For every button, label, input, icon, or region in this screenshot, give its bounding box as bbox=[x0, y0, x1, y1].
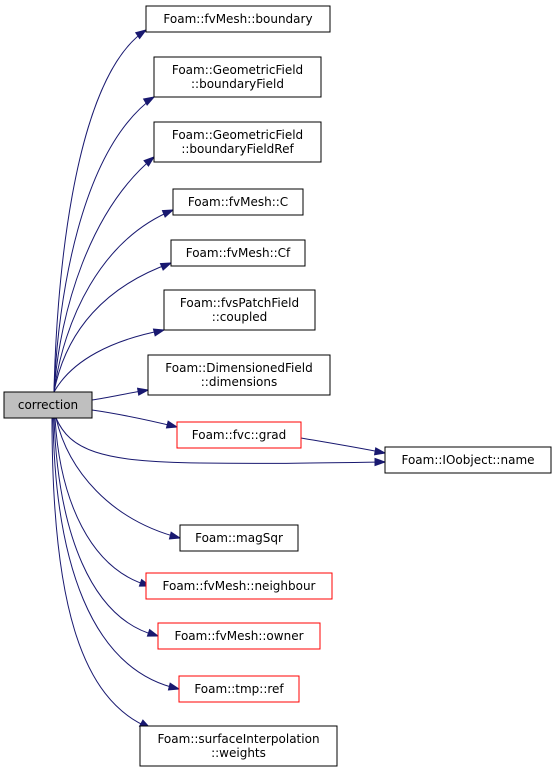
arrowhead bbox=[136, 387, 150, 396]
node-label: correction bbox=[18, 398, 78, 412]
edge-correction-to-Cf bbox=[53, 262, 173, 393]
edge-correction-to-boundaryField bbox=[53, 96, 156, 393]
arrowhead bbox=[161, 209, 175, 218]
node-box[interactable] bbox=[179, 524, 299, 552]
node-grad[interactable]: Foam::fvc::grad bbox=[176, 421, 302, 449]
node-Cf[interactable]: Foam::fvMesh::Cf bbox=[170, 239, 306, 267]
node-box[interactable] bbox=[384, 446, 552, 474]
node-label: ::weights bbox=[211, 746, 266, 760]
arrowhead bbox=[134, 29, 148, 40]
arrowhead bbox=[165, 420, 179, 429]
edge-line bbox=[53, 329, 165, 393]
arrowhead bbox=[143, 156, 156, 167]
node-box[interactable] bbox=[145, 572, 333, 600]
edge-correction-to-neighbour bbox=[54, 417, 152, 587]
arrowhead bbox=[146, 628, 160, 637]
node-box[interactable] bbox=[157, 622, 321, 650]
node-label: Foam::fvMesh::boundary bbox=[163, 12, 312, 26]
edge-line bbox=[53, 156, 155, 393]
node-box[interactable] bbox=[153, 56, 322, 98]
node-label: Foam::tmp::ref bbox=[194, 682, 284, 696]
arrowhead bbox=[168, 531, 182, 540]
edge-grad-to-name bbox=[300, 437, 387, 456]
edge-line bbox=[300, 437, 386, 454]
node-boundary[interactable]: Foam::fvMesh::boundary bbox=[145, 5, 331, 33]
node-label: Foam::magSqr bbox=[195, 531, 283, 545]
edge-line bbox=[53, 417, 159, 637]
edge-line bbox=[91, 409, 178, 428]
edge-line bbox=[53, 29, 147, 393]
edge-correction-to-ref bbox=[52, 417, 181, 691]
edge-line bbox=[51, 417, 151, 729]
edge-line bbox=[52, 417, 180, 690]
arrowhead bbox=[142, 96, 156, 106]
edge-correction-to-boundaryFieldRef bbox=[53, 156, 156, 393]
node-owner[interactable]: Foam::fvMesh::owner bbox=[157, 622, 321, 650]
edge-correction-to-weights bbox=[51, 417, 152, 729]
node-label: Foam::fvMesh::neighbour bbox=[163, 579, 316, 593]
node-label: ::coupled bbox=[212, 310, 268, 324]
node-label: Foam::fvMesh::owner bbox=[174, 629, 303, 643]
node-label: Foam::fvMesh::Cf bbox=[186, 246, 291, 260]
edge-line bbox=[53, 262, 172, 393]
node-boundaryField[interactable]: Foam::GeometricField::boundaryField bbox=[153, 56, 322, 98]
arrowhead bbox=[374, 457, 387, 467]
edge-correction-to-dimensions bbox=[91, 387, 150, 401]
node-correction: correction bbox=[3, 391, 93, 419]
node-name[interactable]: Foam::IOobject::name bbox=[384, 446, 552, 474]
node-box[interactable] bbox=[172, 188, 304, 216]
edge-line bbox=[54, 417, 151, 587]
node-boundaryFieldRef[interactable]: Foam::GeometricField::boundaryFieldRef bbox=[153, 121, 322, 163]
node-C[interactable]: Foam::fvMesh::C bbox=[172, 188, 304, 216]
node-label: Foam::GeometricField bbox=[172, 63, 303, 77]
node-label: ::boundaryField bbox=[191, 77, 284, 91]
node-label: Foam::GeometricField bbox=[172, 128, 303, 142]
node-box[interactable] bbox=[163, 289, 316, 331]
node-dimensions[interactable]: Foam::DimensionedField::dimensions bbox=[147, 354, 331, 396]
nodes-layer: correction Foam::fvMesh::boundaryFoam::Ge… bbox=[3, 5, 552, 767]
edge-line bbox=[55, 417, 181, 539]
edge-correction-to-boundary bbox=[53, 29, 148, 393]
edge-correction-to-owner bbox=[53, 417, 160, 637]
node-box[interactable] bbox=[139, 725, 338, 767]
edge-correction-to-magSqr bbox=[55, 417, 182, 540]
arrowhead bbox=[152, 328, 166, 337]
arrowhead bbox=[159, 262, 173, 271]
node-box[interactable] bbox=[145, 5, 331, 33]
node-label: Foam::DimensionedField bbox=[165, 361, 312, 375]
node-box[interactable] bbox=[170, 239, 306, 267]
edge-line bbox=[53, 96, 155, 393]
node-magSqr[interactable]: Foam::magSqr bbox=[179, 524, 299, 552]
node-ref[interactable]: Foam::tmp::ref bbox=[178, 675, 300, 703]
edge-line bbox=[53, 209, 174, 393]
node-label: Foam::IOobject::name bbox=[401, 453, 534, 467]
node-label: Foam::fvMesh::C bbox=[188, 195, 288, 209]
node-label: ::dimensions bbox=[201, 375, 278, 389]
node-label: Foam::fvsPatchField bbox=[180, 296, 299, 310]
node-box[interactable] bbox=[147, 354, 331, 396]
node-label: ::boundaryFieldRef bbox=[181, 142, 294, 156]
edge-correction-to-C bbox=[53, 209, 175, 393]
node-neighbour[interactable]: Foam::fvMesh::neighbour bbox=[145, 572, 333, 600]
edge-line bbox=[55, 417, 386, 464]
node-box[interactable] bbox=[178, 675, 300, 703]
edge-correction-to-name bbox=[55, 417, 387, 467]
node-label: Foam::fvc::grad bbox=[192, 428, 286, 442]
arrowhead bbox=[167, 682, 181, 691]
arrowhead bbox=[373, 447, 387, 456]
edge-correction-to-grad bbox=[91, 409, 179, 429]
node-box bbox=[3, 391, 93, 419]
edge-correction-to-coupled bbox=[53, 328, 166, 393]
node-label: Foam::surfaceInterpolation bbox=[157, 732, 319, 746]
node-box[interactable] bbox=[176, 421, 302, 449]
node-coupled[interactable]: Foam::fvsPatchField::coupled bbox=[163, 289, 316, 331]
node-box[interactable] bbox=[153, 121, 322, 163]
node-weights[interactable]: Foam::surfaceInterpolation::weights bbox=[139, 725, 338, 767]
